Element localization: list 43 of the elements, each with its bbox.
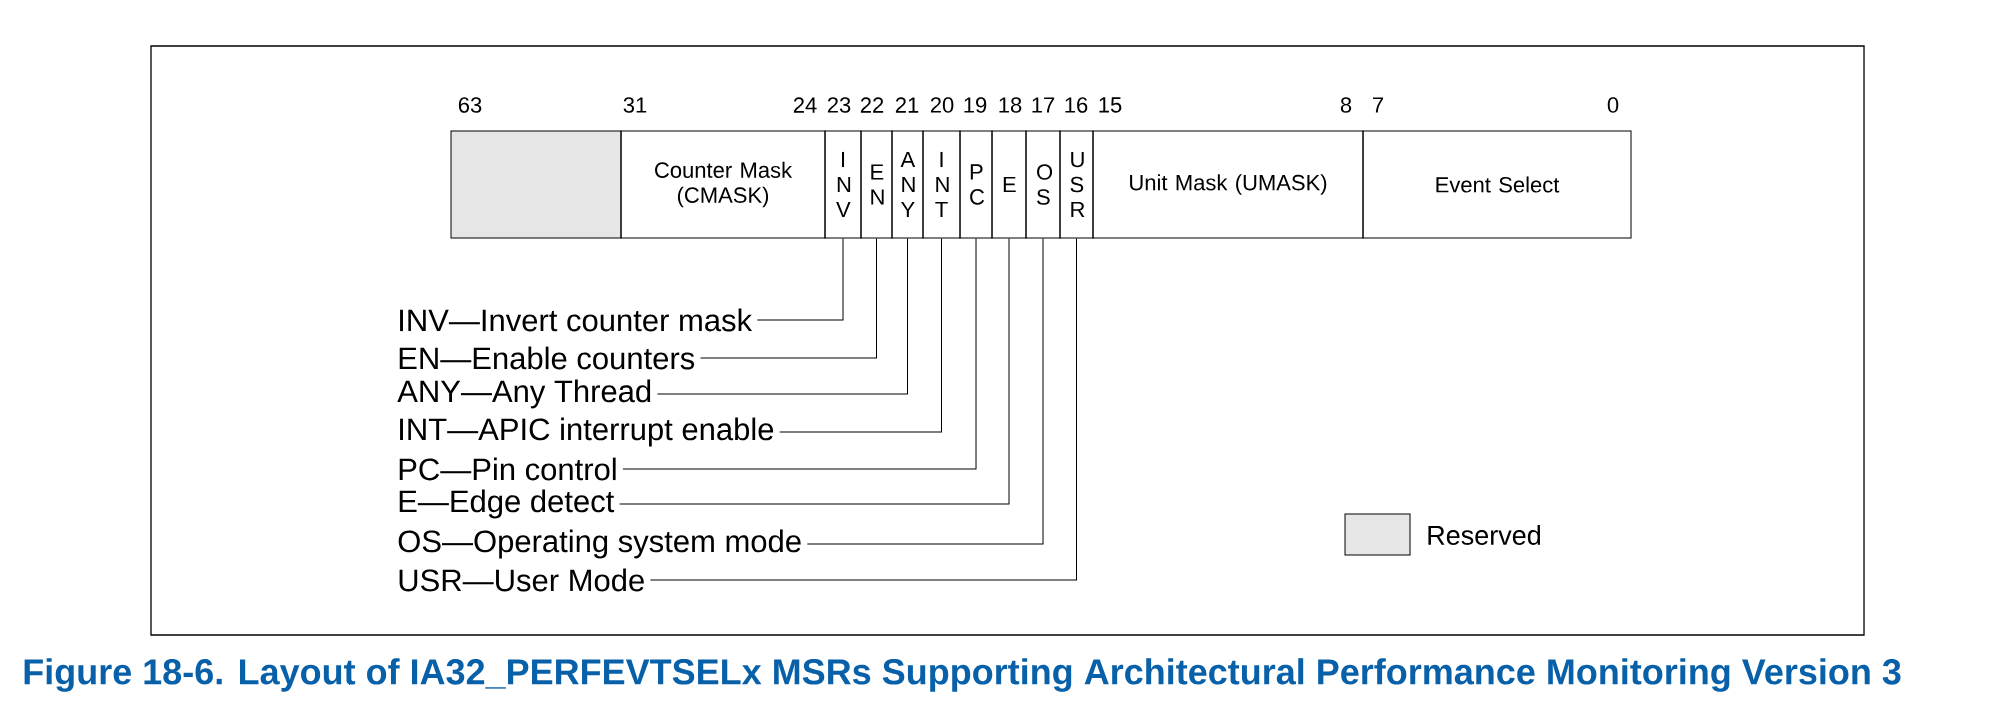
register-field: A N Y xyxy=(891,130,924,239)
bit-number: 7 xyxy=(1373,97,1384,113)
register-field: Event Select xyxy=(1362,130,1632,239)
leader-line xyxy=(649,238,1077,581)
register-field: O S xyxy=(1025,130,1061,239)
field-description: ANY—Any Thread xyxy=(397,379,651,409)
register-field: Unit Mask (UMASK) xyxy=(1092,130,1364,239)
register-field: Counter Mask (CMASK) xyxy=(620,130,826,239)
field-description: E—Edge detect xyxy=(399,489,615,519)
leader-line xyxy=(619,238,1010,505)
field-description: INT—APIC interrupt enable xyxy=(400,417,774,447)
field-description: OS—Operating system mode xyxy=(398,529,801,559)
bit-number: 23 xyxy=(827,97,851,113)
register-field: U S R xyxy=(1059,130,1094,239)
leader-line xyxy=(806,238,1044,545)
bit-number: 20 xyxy=(930,97,954,113)
bit-number: 24 xyxy=(793,97,817,113)
register-field: E xyxy=(991,130,1027,239)
leader-line xyxy=(622,238,977,470)
register-field: I N V xyxy=(824,130,862,239)
legend-label: Reserved xyxy=(1428,525,1540,545)
bit-number: 15 xyxy=(1099,97,1122,113)
register-field: I N T xyxy=(922,130,961,239)
leader-line xyxy=(656,238,908,395)
bit-number: 21 xyxy=(895,97,919,113)
field-description: INV—Invert counter mask xyxy=(400,308,753,332)
register-field: E N xyxy=(860,130,893,239)
bit-number: 31 xyxy=(623,97,647,113)
bit-number: 22 xyxy=(860,97,884,113)
bit-number: 19 xyxy=(964,97,987,113)
leader-line xyxy=(779,238,942,433)
bit-number: 17 xyxy=(1032,97,1055,113)
bit-number: 16 xyxy=(1065,97,1088,113)
leader-line xyxy=(756,238,844,321)
reserved-field xyxy=(450,130,622,239)
register-field: P C xyxy=(959,130,993,239)
leader-line xyxy=(700,238,877,359)
bit-number: 18 xyxy=(999,97,1022,113)
bit-number: 8 xyxy=(1340,97,1352,113)
field-description: USR—User Mode xyxy=(399,568,644,592)
field-description: EN—Enable counters xyxy=(399,346,695,370)
figure-caption: Figure 18-6. Layout of IA32_PERFEVTSELx MSRs Supporting Architectural Performance Monitoring Version 3 xyxy=(24,658,1901,692)
field-description: PC—Pin control xyxy=(399,457,616,481)
